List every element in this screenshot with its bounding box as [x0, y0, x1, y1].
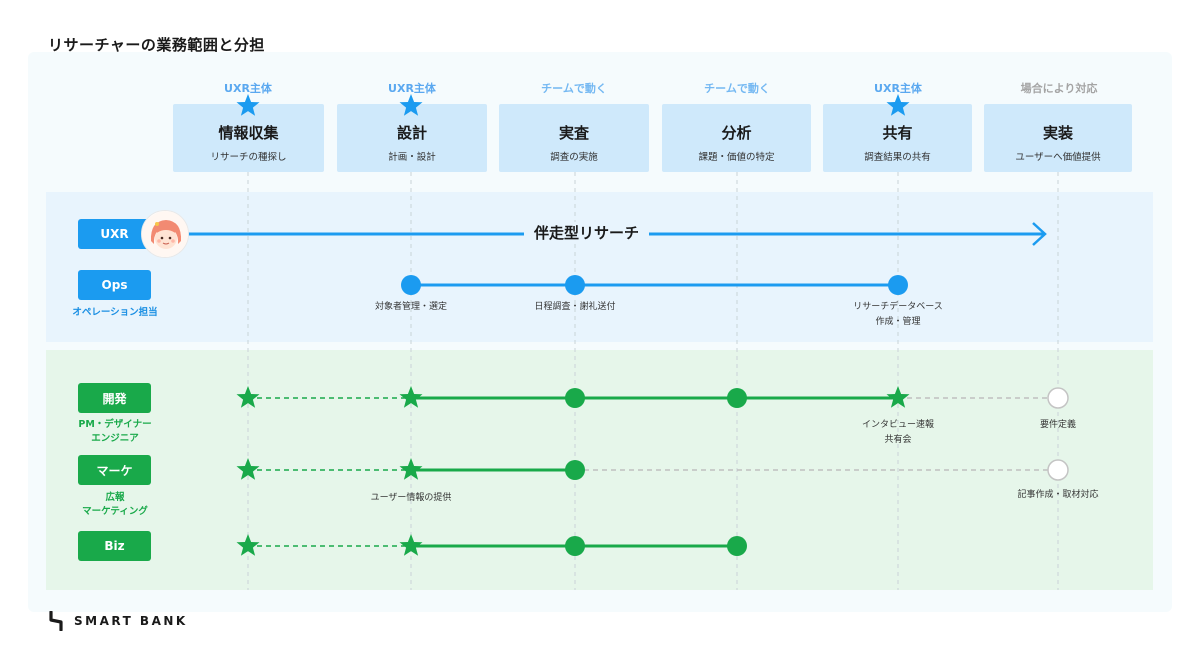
ops-track [401, 275, 908, 295]
node-label-database: リサーチデータベース 作成・管理 [828, 300, 968, 330]
dev-node [727, 388, 747, 408]
node-label-line: 作成・管理 [875, 317, 921, 327]
phase-subtitle: ユーザーへ価値提供 [1015, 152, 1101, 163]
star-icon [236, 534, 260, 556]
ops-node [565, 275, 585, 295]
biz-node [727, 536, 747, 556]
phase-tag-design: UXR主体 [388, 82, 436, 95]
phase-tag-research: チームで動く [541, 82, 607, 95]
uxr-ops-band [46, 192, 1153, 342]
star-icon [236, 94, 260, 116]
role-uxr: UXR [78, 219, 151, 249]
star-icon [399, 94, 423, 116]
node-label-recruit: 対象者管理・選定 [374, 302, 447, 312]
ops-node [401, 275, 421, 295]
phase-card-share: 共有 調査結果の共有 [823, 104, 972, 172]
node-label-line: リサーチデータベース [853, 302, 943, 312]
dev-node [565, 388, 585, 408]
role-marketing-subtitle: 広報 マーケティング [55, 491, 175, 519]
phase-subtitle: 課題・価値の特定 [698, 152, 775, 163]
uxr-line-label: 伴走型リサーチ [524, 222, 650, 243]
phase-tag-share: UXR主体 [874, 82, 922, 95]
role-marketing: マーケ [78, 455, 151, 485]
role-marketing-subtitle-line: マーケティング [82, 506, 148, 517]
phase-tag-analysis: チームで動く [704, 82, 770, 95]
phase-tag-implement: 場合により対応 [1020, 82, 1098, 95]
role-dev: 開発 [78, 383, 151, 413]
role-dev-subtitle-line: PM・デザイナー [78, 419, 152, 430]
node-label-line: 共有会 [884, 435, 912, 445]
role-ops: Ops [78, 270, 151, 300]
phase-title: 共有 [882, 124, 913, 142]
phase-stars [236, 94, 910, 116]
dev-optional-node [1047, 387, 1069, 409]
brand-name: SMART BANK [74, 614, 188, 628]
smart-bank-logo [49, 611, 63, 631]
role-dev-subtitle-line: エンジニア [91, 433, 139, 444]
phase-subtitle: リサーチの種探し [210, 152, 287, 163]
mkt-node [565, 460, 585, 480]
role-ops-subtitle: オペレーション担当 [72, 307, 158, 318]
phase-subtitle: 調査結果の共有 [864, 152, 931, 163]
node-label-user-info: ユーザー情報の提供 [370, 493, 452, 503]
phase-title: 実査 [558, 124, 589, 142]
phase-card-research: 実査 調査の実施 [499, 104, 649, 172]
avatar-illustration [141, 210, 189, 258]
phase-card-design: 設計 計画・設計 [337, 104, 487, 172]
phase-title: 情報収集 [218, 124, 279, 142]
arrow-right-icon [1032, 222, 1047, 246]
node-label-schedule: 日程調査・謝礼送付 [534, 302, 616, 312]
phase-card-implement: 実装 ユーザーへ価値提供 [984, 104, 1132, 172]
role-dev-subtitle: PM・デザイナー エンジニア [55, 418, 175, 446]
node-label-interview-share: インタビュー速報 共有会 [828, 418, 968, 448]
partner-teams-band [46, 350, 1153, 590]
mkt-optional-node [1047, 459, 1069, 481]
node-label-article: 記事作成・取材対応 [1017, 490, 1099, 500]
role-biz: Biz [78, 531, 151, 561]
mkt-track [236, 458, 1069, 481]
page-title: リサーチャーの業務範囲と分担 [48, 36, 265, 54]
node-label-line: インタビュー速報 [861, 420, 934, 430]
star-icon [886, 94, 910, 116]
star-icon [399, 534, 423, 556]
dev-track [236, 386, 1069, 409]
phase-title: 実装 [1042, 124, 1073, 142]
biz-track [236, 534, 747, 556]
phase-guide-lines [247, 172, 1059, 590]
node-label-requirements: 要件定義 [1039, 420, 1076, 430]
ops-node [888, 275, 908, 295]
phase-subtitle: 調査の実施 [550, 152, 598, 163]
role-marketing-subtitle-line: 広報 [105, 492, 125, 503]
phase-subtitle: 計画・設計 [388, 152, 436, 163]
phase-title: 分析 [721, 124, 752, 142]
brand-logo: SMART BANK [48, 611, 188, 631]
biz-node [565, 536, 585, 556]
phase-card-collect: 情報収集 リサーチの種探し [173, 104, 324, 172]
phase-title: 設計 [396, 124, 427, 142]
phase-card-analysis: 分析 課題・価値の特定 [662, 104, 811, 172]
phase-tag-collect: UXR主体 [224, 82, 272, 95]
